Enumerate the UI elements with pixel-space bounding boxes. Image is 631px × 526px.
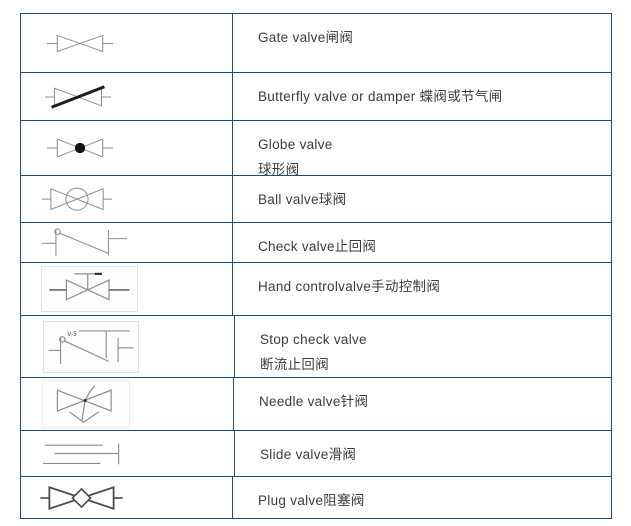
check-valve-symbol [42,228,127,256]
valve-label: Globe valve [258,137,333,152]
symbol-image-frame: V-5 [43,320,139,373]
symbol-cell [23,431,235,476]
symbol-cell [21,73,233,120]
valve-label: Ball valve球阀 [258,192,347,207]
label-cell: Plug valve阻塞阀 [233,477,611,518]
table-row: Globe valve 球形阀 [21,120,611,177]
symbol-cell [21,14,233,72]
symbol-cell [21,477,233,518]
table-row: Ball valve球阀 [21,175,611,222]
table-row: Needle valve针阀 [21,377,611,430]
valve-label: Hand controlvalve手动控制阀 [258,279,441,294]
valve-label: Gate valve闸阀 [258,30,354,45]
butterfly-valve-symbol [45,84,111,109]
symbol-image-frame [41,266,138,312]
valve-label: Butterfly valve or damper 蝶阀或节气闸 [258,89,503,104]
valve-label: Needle valve针阀 [259,394,369,409]
symbol-tag-text: V-5 [67,332,77,338]
symbol-cell [21,263,233,315]
table-row: Hand controlvalve手动控制阀 [21,262,611,315]
symbol-cell [22,378,234,430]
table-row: Plug valve阻塞阀 [21,476,611,518]
label-cell: Check valve止回阀 [233,223,611,262]
valve-label: Check valve止回阀 [258,239,377,254]
table-row: Butterfly valve or damper 蝶阀或节气闸 [21,72,611,120]
valve-label-cn: 断流止回阀 [260,357,329,372]
label-cell: Stop check valve 断流止回阀 [235,316,611,377]
symbol-image-frame [42,380,130,428]
globe-valve-symbol [47,138,113,158]
valve-label: Slide valve滑阀 [260,447,357,462]
plug-valve-symbol [40,485,123,510]
ball-valve-symbol [42,187,112,211]
label-cell: Needle valve针阀 [234,378,611,430]
label-cell: Butterfly valve or damper 蝶阀或节气闸 [233,73,611,120]
symbol-cell [21,176,233,222]
label-cell: Globe valve 球形阀 [233,121,611,177]
gate-valve-symbol [47,34,113,52]
valve-label: Plug valve阻塞阀 [258,493,365,508]
table-row: Gate valve闸阀 [21,14,611,72]
table-row: V-5 Stop check valve 断流止回阀 [21,315,611,377]
needle-valve-symbol [56,385,112,423]
table-row: Slide valve滑阀 [21,430,611,476]
symbol-cell [21,121,233,175]
stop-check-valve-symbol: V-5 [48,329,134,364]
label-cell: Ball valve球阀 [233,176,611,222]
symbol-cell: V-5 [23,316,235,377]
valve-label-cn: 球形阀 [258,162,300,177]
table-row: Check valve止回阀 [21,222,611,262]
label-cell: Gate valve闸阀 [233,14,611,72]
hand-control-valve-symbol [49,272,130,301]
slide-valve-symbol [43,443,120,465]
symbol-cell [21,223,233,262]
label-cell: Hand controlvalve手动控制阀 [233,263,611,315]
label-cell: Slide valve滑阀 [235,431,611,476]
valve-label: Stop check valve [260,332,367,347]
valve-symbol-table: Gate valve闸阀 Butterfly valve or damper 蝶… [20,13,612,519]
